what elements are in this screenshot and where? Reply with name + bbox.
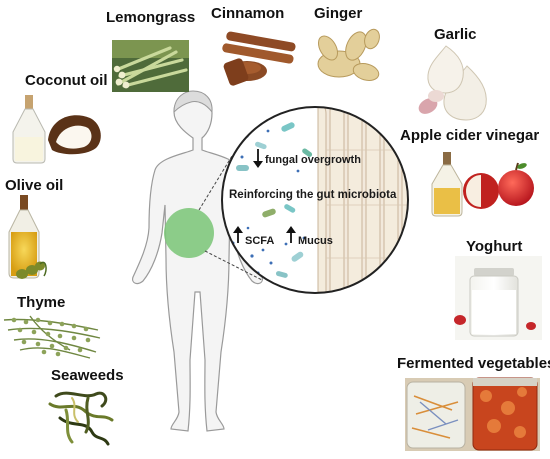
gut-highlight <box>164 208 214 258</box>
fermented-vegetables-image <box>405 377 540 451</box>
garlic-image <box>418 45 487 121</box>
gut-inset: fungal overgrowth Reinforcing the gut mi… <box>221 106 409 294</box>
connector-line-top <box>198 155 233 211</box>
olive-oil-label: Olive oil <box>5 177 64 194</box>
reinforcing-microbiota-label: Reinforcing the gut microbiota <box>229 189 397 201</box>
fermented-vegetables-label: Fermented vegetables <box>397 355 550 372</box>
coconut-oil-image <box>12 95 101 164</box>
coconut-oil-label: Coconut oil <box>25 72 108 89</box>
garlic-label: Garlic <box>434 26 477 43</box>
microbes <box>231 122 313 289</box>
yoghurt-image <box>454 256 542 340</box>
thyme-label: Thyme <box>17 294 66 311</box>
scfa-increase-arrow <box>233 226 243 243</box>
mucus-increase-arrow <box>286 226 296 243</box>
apple-cider-vinegar-label: Apple cider vinegar <box>400 127 540 144</box>
ginger-image <box>317 28 380 81</box>
olive-oil-image <box>8 195 47 279</box>
connector-line-bottom <box>204 250 263 281</box>
lemongrass-image <box>112 40 189 92</box>
ginger-label: Ginger <box>314 5 363 22</box>
thyme-image <box>3 315 101 359</box>
mucus-label: Mucus <box>298 235 333 247</box>
fungal-decrease-arrow <box>253 149 263 168</box>
apple-cider-vinegar-image <box>431 152 534 217</box>
seaweeds-label: Seaweeds <box>51 367 124 384</box>
yoghurt-label: Yoghurt <box>466 238 523 255</box>
scfa-label: SCFA <box>245 235 274 247</box>
seaweeds-image <box>48 391 114 446</box>
fungal-overgrowth-label: fungal overgrowth <box>265 154 361 166</box>
cinnamon-label: Cinnamon <box>211 5 285 22</box>
lemongrass-label: Lemongrass <box>106 9 196 26</box>
cinnamon-image <box>222 31 296 86</box>
